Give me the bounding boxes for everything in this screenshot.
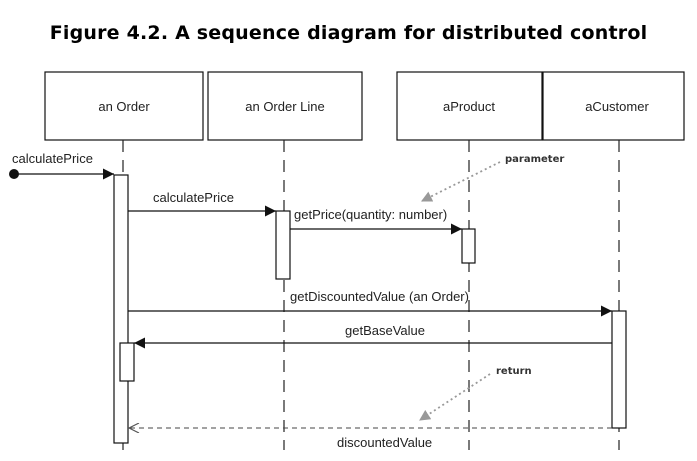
message-calculateprice: calculatePrice (128, 190, 276, 217)
message-label: discountedValue (337, 435, 432, 450)
note-label: return (496, 366, 532, 377)
lifeline-label: aCustomer (585, 99, 649, 114)
lifeline-acustomer: aCustomer (542, 71, 685, 141)
lifeline-label: an Order Line (245, 99, 325, 114)
activation-order-main (113, 174, 129, 444)
activation-product (461, 228, 476, 264)
note-label: parameter (505, 154, 564, 165)
message-getdiscountedvalue: getDiscountedValue (an Order) (128, 289, 612, 317)
lifeline-an-order-line: an Order Line (207, 71, 363, 141)
message-label: getPrice(quantity: number) (294, 207, 447, 222)
figure-title: Figure 4.2. A sequence diagram for distr… (49, 22, 648, 44)
lifeline-label: aProduct (443, 99, 495, 114)
message-getprice: getPrice(quantity: number) (290, 207, 462, 235)
lifeline-label: an Order (98, 99, 150, 114)
note-parameter: parameter (421, 154, 564, 202)
message-getbasevalue: getBaseValue (134, 323, 612, 349)
message-label: getBaseValue (345, 323, 425, 338)
note-return: return (419, 366, 532, 421)
message-label: calculatePrice (12, 151, 93, 166)
message-label: getDiscountedValue (an Order) (290, 289, 469, 304)
message-discountedvalue-return: discountedValue (129, 428, 612, 450)
message-label: calculatePrice (153, 190, 234, 205)
activation-customer (611, 310, 627, 429)
message-calculateprice-found: calculatePrice (9, 151, 114, 180)
activation-order-nested (119, 342, 135, 382)
lifeline-aproduct: aProduct (396, 71, 543, 141)
activation-order-line (275, 210, 291, 280)
lifeline-an-order: an Order (44, 71, 204, 141)
